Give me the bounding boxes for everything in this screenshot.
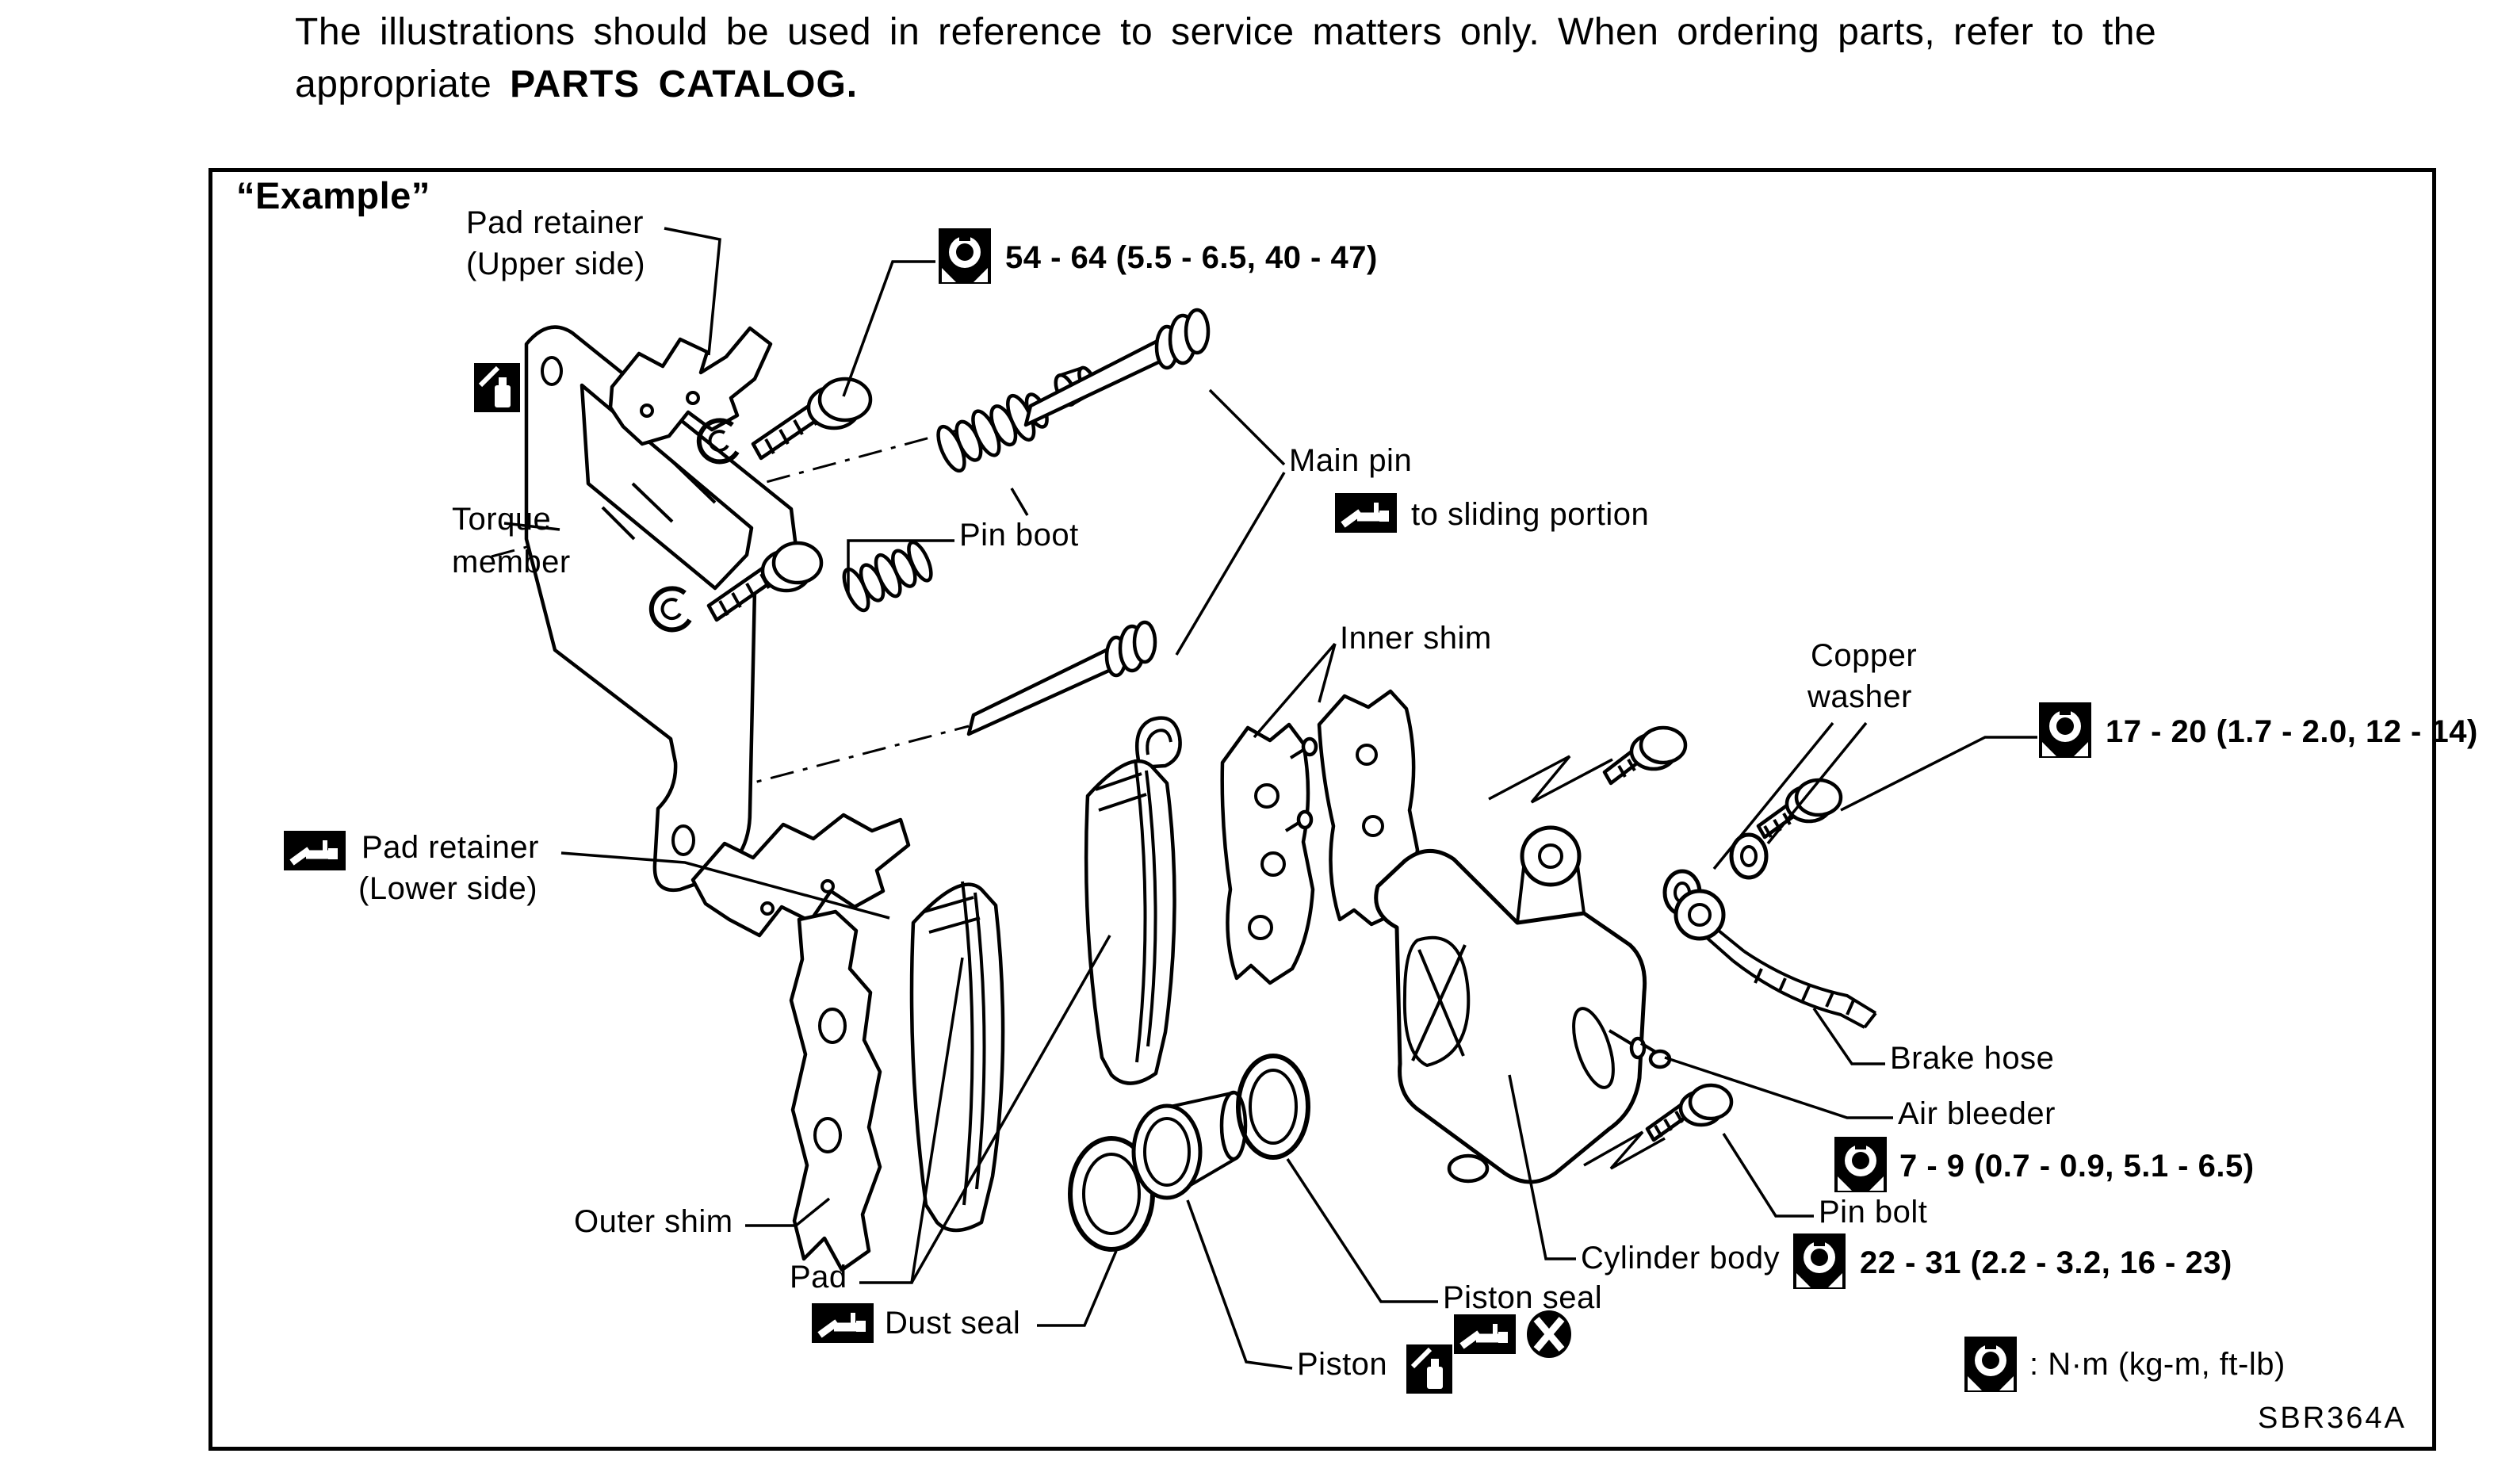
page-note-line2: appropriate PARTS CATALOG. xyxy=(295,59,2467,111)
leader-outer-shim xyxy=(745,1197,831,1227)
torque-wrench-icon xyxy=(1964,1337,2017,1392)
leader-copper-washer-2 xyxy=(1766,721,1868,845)
brake-pad-part-1 xyxy=(909,881,1005,1233)
leader-torque-17 xyxy=(1840,736,2037,812)
leader-brake-hose xyxy=(1812,1008,1885,1065)
page-note-line2-bold: PARTS CATALOG. xyxy=(510,63,859,105)
page-note-line2-normal: appropriate xyxy=(295,63,511,105)
leader-main-pin-1 xyxy=(1208,388,1286,466)
break-mark xyxy=(1583,1130,1666,1170)
label-dust-seal: Dust seal xyxy=(885,1306,1021,1341)
label-copper-washer: Copper xyxy=(1811,638,1918,673)
label-pin-boot: Pin boot xyxy=(959,518,1079,553)
legend-units-text: : N·m (kg-m, ft-lb) xyxy=(2029,1347,2286,1382)
torque-wrench-icon xyxy=(939,228,991,284)
diagram-frame xyxy=(208,168,2436,1451)
torque-value-brake-hose: 17 - 20 (1.7 - 2.0, 12 - 14) xyxy=(2106,714,2478,749)
label-torque-member-2: member xyxy=(452,545,571,579)
main-pin-part-1 xyxy=(1023,308,1211,427)
torque-wrench-icon xyxy=(2039,702,2091,758)
piston-seal-part xyxy=(1236,1054,1310,1160)
caliper-bolt-part xyxy=(1602,725,1688,786)
piston-part xyxy=(1131,1090,1248,1200)
torque-value-air-bleeder: 7 - 9 (0.7 - 0.9, 5.1 - 6.5) xyxy=(1899,1149,2255,1184)
label-main-pin-note: to sliding portion xyxy=(1411,497,1650,532)
leader-pin-bolt xyxy=(1722,1133,1814,1218)
leader-pad-2 xyxy=(910,935,1111,1283)
leader-piston xyxy=(1186,1199,1293,1370)
pad-retainer-upper-part xyxy=(608,326,773,446)
grease-icon xyxy=(284,831,346,870)
label-brake-hose: Brake hose xyxy=(1890,1041,2055,1076)
label-pad-retainer-lower-side: (Lower side) xyxy=(358,871,538,906)
pin-bolt-part xyxy=(1645,1083,1734,1142)
outer-shim-part xyxy=(789,909,882,1272)
do-not-reuse-icon xyxy=(1525,1310,1573,1359)
break-mark xyxy=(1488,755,1613,804)
torque-value-pin-bolt: 22 - 31 (2.2 - 3.2, 16 - 23) xyxy=(1860,1245,2232,1280)
label-inner-shim: Inner shim xyxy=(1340,621,1492,656)
leader-pin-boot xyxy=(847,539,954,593)
inner-shim-part-1 xyxy=(1220,722,1315,985)
label-piston-seal: Piston seal xyxy=(1443,1280,1603,1315)
leader-air-bleeder xyxy=(1664,1056,1893,1119)
mounting-bolt-upper xyxy=(751,377,873,461)
label-pad-retainer-upper: Pad retainer xyxy=(466,205,644,240)
e-ring-washer-upper xyxy=(696,418,740,465)
leader-pad-retainer-lower xyxy=(560,851,890,920)
pin-boot-part-1 xyxy=(936,392,1049,473)
leader-pad-retainer-upper xyxy=(664,227,721,356)
brake-pad-part-2 xyxy=(1084,716,1182,1085)
label-air-bleeder: Air bleeder xyxy=(1898,1096,2056,1131)
label-outer-shim: Outer shim xyxy=(574,1204,733,1239)
figure-code: SBR364A xyxy=(2258,1402,2407,1435)
leader-cylinder-body xyxy=(1508,1074,1576,1260)
leader-torque-member xyxy=(503,522,560,531)
leader-dust-seal xyxy=(1037,1250,1118,1327)
torque-wrench-icon xyxy=(1793,1233,1846,1289)
page-note: The illustrations should be used in refe… xyxy=(295,6,2467,111)
e-ring-washer-lower xyxy=(648,586,692,633)
label-pad-retainer-upper-side: (Upper side) xyxy=(466,247,646,281)
leader-copper-washer-1 xyxy=(1712,721,1834,870)
pin-boot-part-2 xyxy=(842,540,933,613)
page-note-line1: The illustrations should be used in refe… xyxy=(295,11,2157,53)
leader-inner-shim-2 xyxy=(1318,643,1337,703)
pad-retainer-lower-part xyxy=(690,813,911,938)
leader-piston-seal xyxy=(1286,1158,1438,1303)
grease-icon xyxy=(1335,493,1397,533)
leader-pin-boot-2 xyxy=(1010,488,1029,516)
torque-value-torque-member: 54 - 64 (5.5 - 6.5, 40 - 47) xyxy=(1005,240,1378,275)
main-pin-part-2 xyxy=(966,620,1157,736)
label-cylinder-body: Cylinder body xyxy=(1581,1241,1781,1276)
label-copper-washer-2: washer xyxy=(1807,679,1912,714)
leader-main-pin-2 xyxy=(1175,472,1286,656)
leader-torque-54 xyxy=(842,260,935,397)
cylinder-body-part xyxy=(1374,825,1672,1184)
label-torque-member: Torque xyxy=(452,502,552,537)
leader-inner-shim-1 xyxy=(1253,642,1337,739)
label-pad: Pad xyxy=(790,1260,847,1295)
label-pad-retainer-lower: Pad retainer xyxy=(361,830,539,865)
label-piston: Piston xyxy=(1297,1347,1388,1382)
mounting-bolt-lower xyxy=(706,541,824,622)
brake-hose-part xyxy=(1674,889,1877,1029)
grease-icon xyxy=(812,1303,874,1343)
torque-wrench-icon xyxy=(1834,1137,1887,1192)
brake-fluid-icon xyxy=(474,363,520,415)
label-pin-bolt: Pin bolt xyxy=(1819,1195,1928,1230)
copper-washer-part-2 xyxy=(1729,832,1769,880)
grease-icon xyxy=(1454,1314,1516,1354)
example-label: “Example” xyxy=(236,174,430,216)
brake-fluid-icon xyxy=(1406,1344,1452,1397)
label-main-pin: Main pin xyxy=(1289,443,1413,478)
brake-hose-bolt-part xyxy=(1756,778,1843,840)
